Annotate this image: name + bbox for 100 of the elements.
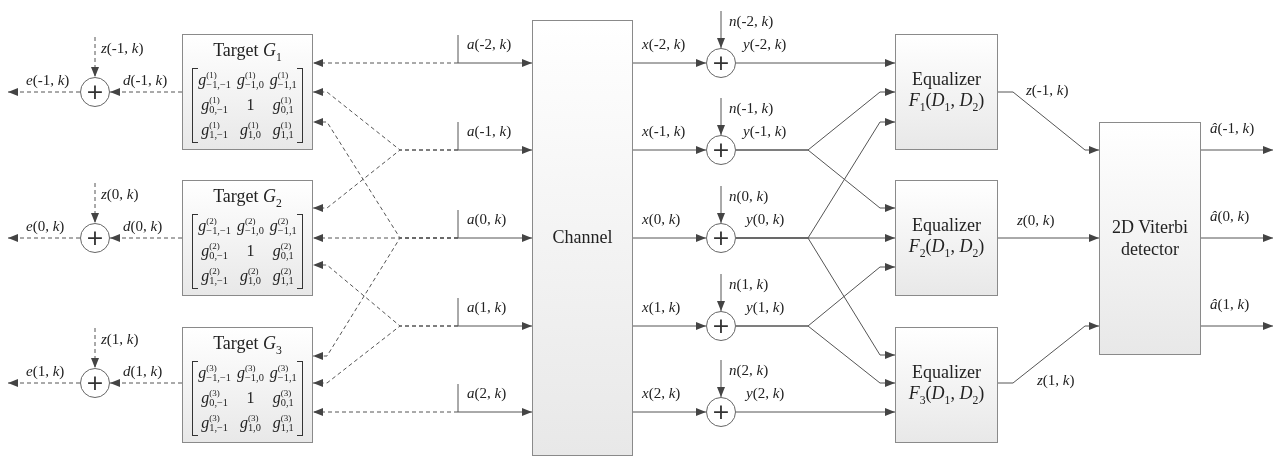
block-label: Equalizer F$_{2}$(D$_{1}$, D$_{2}$) bbox=[907, 214, 986, 262]
edge-label: a(-2, k) bbox=[466, 36, 513, 54]
arrow bbox=[735, 149, 896, 212]
edge-label: z(0, k) bbox=[1016, 212, 1056, 230]
edge-label: n(0, k) bbox=[728, 188, 770, 206]
edge-label: e(-1, k) bbox=[25, 72, 71, 90]
arrow bbox=[457, 34, 533, 67]
arrow bbox=[717, 273, 725, 312]
dashed-arrow bbox=[312, 237, 459, 360]
edge-label: x(-1, k) bbox=[641, 123, 687, 141]
edge-label: n(2, k) bbox=[728, 362, 770, 380]
edge-label: z(-1, k) bbox=[1025, 82, 1070, 100]
summing-junction: + bbox=[706, 48, 736, 78]
block-label: Channel bbox=[552, 227, 613, 249]
edge-label: â(1, k) bbox=[1209, 296, 1251, 314]
arrow bbox=[717, 185, 725, 224]
edge-label: d(1, k) bbox=[122, 363, 164, 381]
summing-junction: + bbox=[80, 223, 110, 253]
edge-label: n(-1, k) bbox=[728, 100, 775, 118]
arrow bbox=[717, 97, 725, 136]
target-block bbox=[182, 34, 313, 150]
arrow bbox=[632, 322, 707, 330]
block-label: Equalizer F$_{1}$(D$_{1}$, D$_{2}$) bbox=[907, 68, 986, 116]
summing-junction: + bbox=[80, 368, 110, 398]
dashed-arrow bbox=[312, 149, 459, 212]
dashed-arrow bbox=[91, 36, 99, 78]
dashed-arrow bbox=[7, 234, 81, 242]
dashed-arrow bbox=[312, 59, 459, 67]
edge-label: d(0, k) bbox=[122, 218, 164, 236]
block-label: 2D Viterbi detector bbox=[1110, 216, 1190, 261]
edge-label: â(0, k) bbox=[1209, 208, 1251, 226]
arrow bbox=[735, 408, 896, 416]
arrow bbox=[632, 146, 707, 154]
edge-label: d(-1, k) bbox=[122, 72, 169, 90]
target-block bbox=[182, 327, 313, 443]
arrow bbox=[457, 297, 533, 330]
edge-label: z(-1, k) bbox=[100, 40, 145, 58]
edge-label: x(0, k) bbox=[641, 211, 682, 229]
dashed-arrow bbox=[109, 88, 183, 96]
edge-label: x(1, k) bbox=[641, 299, 682, 317]
summing-junction: + bbox=[706, 135, 736, 165]
arrow bbox=[1200, 234, 1274, 242]
edge-label: â(-1, k) bbox=[1209, 120, 1256, 138]
dashed-arrow bbox=[91, 182, 99, 224]
arrow bbox=[717, 359, 725, 398]
arrow bbox=[1200, 322, 1274, 330]
matrix-entry: 1 bbox=[246, 388, 255, 409]
target-block bbox=[182, 180, 313, 296]
edge-label: y(0, k) bbox=[745, 211, 786, 229]
equalizer-block bbox=[895, 327, 998, 443]
edge-label: y(-2, k) bbox=[742, 36, 788, 54]
arrow bbox=[632, 408, 707, 416]
arrow bbox=[997, 322, 1100, 384]
edge-label: a(2, k) bbox=[466, 385, 508, 403]
edge-label: y(1, k) bbox=[745, 299, 786, 317]
block-title: Target G$_{2}$ bbox=[213, 187, 282, 211]
arrow bbox=[1200, 146, 1274, 154]
edge-label: a(1, k) bbox=[466, 299, 508, 317]
edge-label: x(-2, k) bbox=[641, 36, 687, 54]
block-label: Equalizer F$_{3}$(D$_{1}$, D$_{2}$) bbox=[907, 361, 986, 409]
edge-label: z(1, k) bbox=[100, 331, 140, 349]
arrow bbox=[997, 91, 1100, 154]
dashed-arrow bbox=[109, 379, 183, 387]
edge-label: a(-1, k) bbox=[466, 123, 513, 141]
summing-junction: + bbox=[706, 223, 736, 253]
equalizer-block bbox=[895, 34, 998, 150]
dashed-arrow bbox=[91, 327, 99, 369]
dashed-arrow bbox=[7, 88, 81, 96]
summing-junction: + bbox=[80, 77, 110, 107]
summing-junction: + bbox=[706, 397, 736, 427]
arrow bbox=[457, 121, 533, 154]
equalizer-block bbox=[895, 180, 998, 296]
edge-label: y(2, k) bbox=[745, 385, 786, 403]
block-title: Target G$_{3}$ bbox=[213, 334, 282, 358]
edge-label: x(2, k) bbox=[641, 385, 682, 403]
matrix-entry: 1 bbox=[246, 241, 255, 262]
edge-label: n(-2, k) bbox=[728, 13, 775, 31]
arrow bbox=[997, 234, 1100, 242]
dashed-arrow bbox=[312, 408, 459, 416]
matrix-entry: 1 bbox=[246, 95, 255, 116]
dashed-arrow bbox=[312, 325, 459, 387]
arrow bbox=[457, 209, 533, 242]
arrow bbox=[717, 10, 725, 49]
dashed-arrow bbox=[7, 379, 81, 387]
block-title: Target G$_{1}$ bbox=[213, 41, 282, 65]
edge-label: y(-1, k) bbox=[742, 123, 788, 141]
detector-block bbox=[1099, 122, 1201, 355]
dashed-arrow bbox=[109, 234, 183, 242]
edge-label: z(1, k) bbox=[1036, 372, 1076, 390]
channel-block bbox=[532, 20, 633, 456]
arrow bbox=[735, 325, 896, 387]
arrow bbox=[735, 237, 896, 359]
summing-junction: + bbox=[706, 311, 736, 341]
arrow bbox=[632, 59, 707, 67]
edge-label: e(1, k) bbox=[25, 363, 66, 381]
arrow bbox=[457, 383, 533, 416]
edge-label: n(1, k) bbox=[728, 276, 770, 294]
arrow bbox=[632, 234, 707, 242]
edge-label: e(0, k) bbox=[25, 218, 66, 236]
arrow bbox=[735, 59, 896, 67]
